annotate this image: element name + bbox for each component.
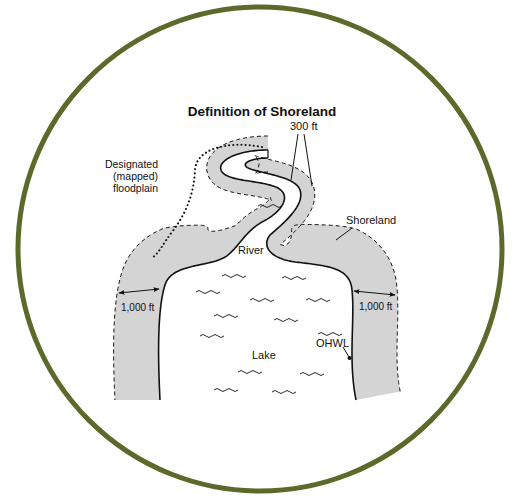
- floodplain-label: Designated (mapped) floodplain: [96, 158, 158, 194]
- water-ripple: [306, 299, 330, 302]
- water-ripple: [250, 299, 274, 302]
- water-area: [159, 150, 356, 400]
- water-ripple: [222, 275, 246, 278]
- water-ripple: [214, 315, 238, 318]
- water-ripple: [196, 291, 220, 294]
- line-label: OHWL: [316, 337, 349, 350]
- leader-dot: [348, 356, 352, 360]
- area-label: Shoreland: [346, 214, 396, 227]
- leader-line: [304, 134, 312, 186]
- shoreline-ohwl: [159, 150, 285, 400]
- leader-line: [336, 228, 352, 240]
- water-label: River: [238, 244, 264, 257]
- water-ripple: [200, 335, 224, 338]
- water-ripple: [318, 333, 342, 336]
- frame-circle: [18, 7, 502, 491]
- dimension-label: 1,000 ft: [120, 302, 155, 314]
- dimension-arrow: [354, 291, 395, 295]
- dimension-arrow: [119, 289, 159, 293]
- water-ripple: [274, 319, 298, 322]
- water-ripple: [300, 373, 324, 376]
- water-label: Lake: [252, 349, 276, 362]
- dimension-label: 300 ft: [290, 120, 318, 133]
- shoreland-boundary: [254, 155, 400, 391]
- shoreline-ohwl: [245, 158, 356, 400]
- water-ripple: [272, 391, 296, 394]
- water-ripple: [238, 371, 262, 374]
- river-end: [267, 150, 268, 158]
- floodplain-line: [152, 145, 262, 258]
- water-ripple: [258, 205, 282, 208]
- dimension-label: 1,000 ft: [358, 301, 393, 313]
- leader-line: [291, 134, 298, 180]
- water-ripple: [282, 277, 306, 280]
- diagram-title: Definition of Shoreland: [188, 104, 337, 119]
- water-ripple: [214, 389, 238, 392]
